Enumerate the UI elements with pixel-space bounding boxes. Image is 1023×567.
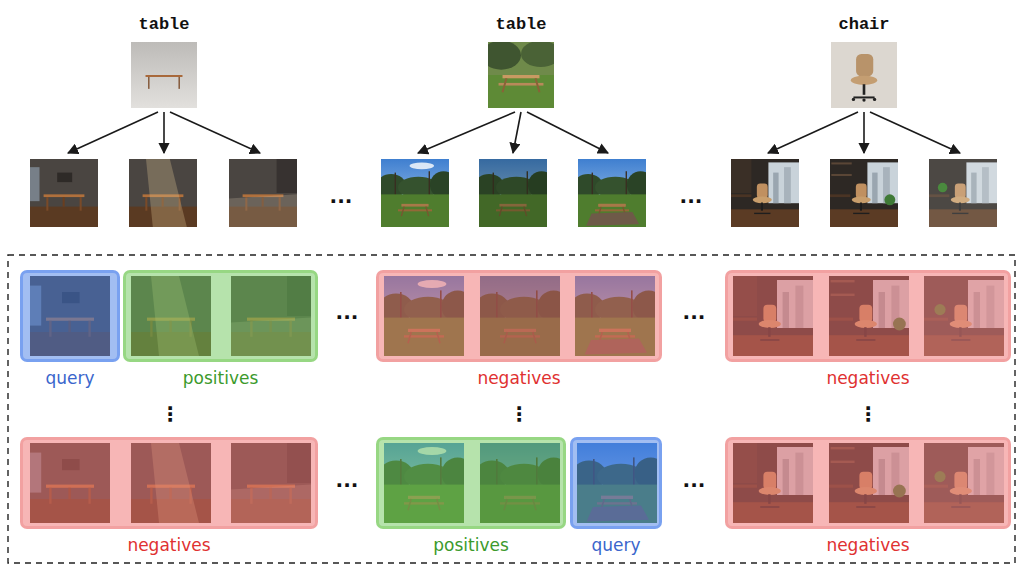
class-label: table <box>138 15 189 34</box>
ellipsis: ... <box>336 468 359 492</box>
group-label: negatives <box>826 535 909 555</box>
query-group: query <box>570 437 662 529</box>
group-label: negatives <box>127 535 210 555</box>
group-tint <box>20 270 120 362</box>
class-label: table <box>495 15 546 34</box>
group-tint <box>725 437 1011 529</box>
ellipsis: ⋮ <box>160 402 180 426</box>
ellipsis: ... <box>330 184 353 208</box>
group-label: query <box>591 535 640 555</box>
negatives-group: negatives <box>725 437 1011 529</box>
source-image: table <box>131 42 197 108</box>
negatives-group: negatives <box>376 270 662 362</box>
ellipsis: ⋮ <box>858 402 878 426</box>
group-label: query <box>45 368 94 388</box>
group-label: negatives <box>477 368 560 388</box>
group-tint <box>20 437 318 529</box>
ellipsis: ... <box>680 184 703 208</box>
ellipsis: ... <box>683 300 706 324</box>
class-label: chair <box>838 15 889 34</box>
group-tint <box>376 437 566 529</box>
group-tint <box>123 270 318 362</box>
group-tint <box>376 270 662 362</box>
group-tint <box>570 437 662 529</box>
group-label: negatives <box>826 368 909 388</box>
group-tint <box>725 270 1011 362</box>
ellipsis: ... <box>336 300 359 324</box>
negatives-group: negatives <box>725 270 1011 362</box>
query-group: query <box>20 270 120 362</box>
ellipsis: ... <box>683 468 706 492</box>
ellipsis: ⋮ <box>509 402 529 426</box>
group-label: positives <box>433 535 509 555</box>
negatives-group: negatives <box>20 437 318 529</box>
group-label: positives <box>183 368 259 388</box>
positives-group: positives <box>123 270 318 362</box>
positives-group: positives <box>376 437 566 529</box>
source-image: table <box>488 42 554 108</box>
source-image: chair <box>831 42 897 108</box>
